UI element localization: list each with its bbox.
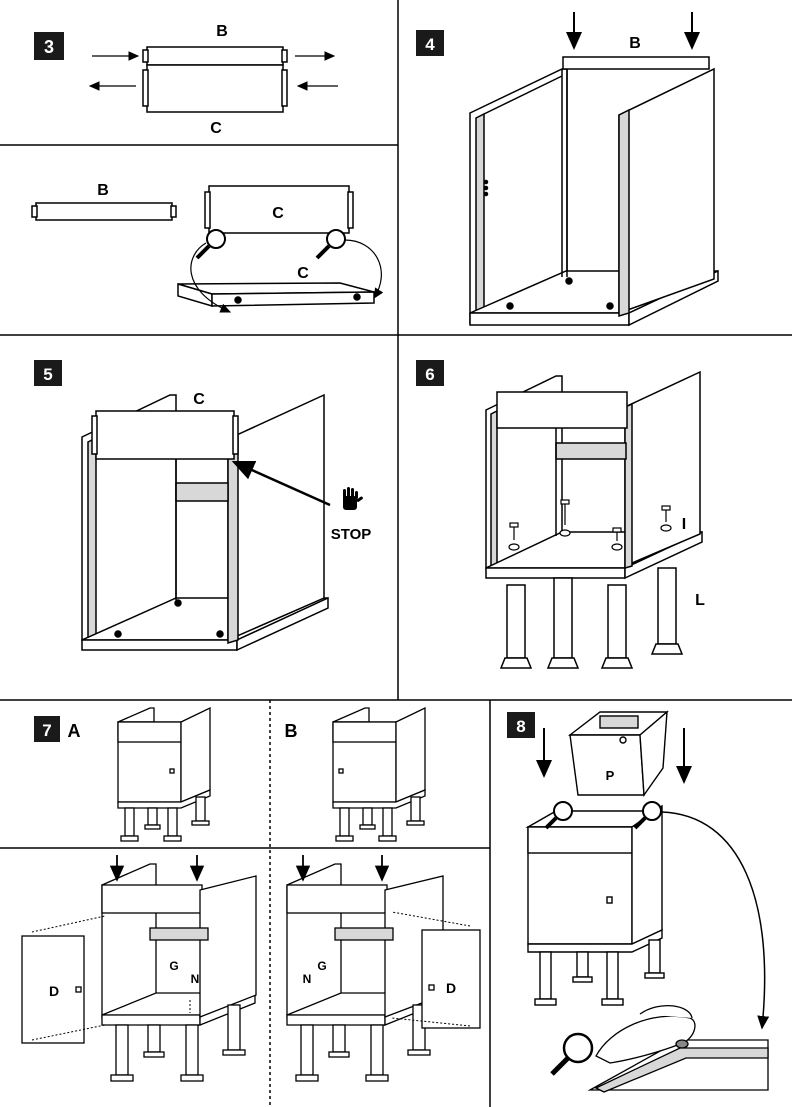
step-4-panel: 4 B	[416, 12, 719, 327]
arrow-icon	[109, 855, 205, 882]
cabinet-upside-down	[485, 370, 703, 580]
label-g-left: G	[169, 959, 178, 973]
cabinet-variant-a	[117, 706, 211, 842]
magnifier-icon	[195, 229, 226, 260]
part-c-front	[204, 185, 354, 234]
step-3-panel: 3 B C B C	[31, 23, 384, 313]
label-c-step5: C	[193, 391, 205, 408]
label-n-left: N	[191, 972, 200, 986]
variant-b-label: B	[285, 721, 298, 741]
screw-icon	[508, 499, 672, 551]
silicone-seal-detail	[587, 1004, 769, 1093]
label-c-sub: C	[272, 205, 284, 222]
label-b-sub: B	[97, 182, 109, 199]
hinge-guides-right	[391, 911, 471, 1027]
label-p: P	[606, 768, 615, 783]
step-8-badge	[507, 712, 535, 738]
step-3-number: 3	[44, 37, 54, 57]
stop-label: STOP	[331, 526, 372, 543]
part-c-base	[177, 282, 375, 308]
cabinet-with-rail-c	[81, 393, 329, 652]
step-4-number: 4	[425, 35, 435, 54]
magnifier-icon	[544, 801, 573, 830]
door-assembly-right	[286, 863, 481, 1082]
step-5-panel: 5 STOP	[34, 360, 372, 652]
label-c-base: C	[297, 265, 309, 282]
label-d-right: D	[446, 980, 456, 996]
step-6-panel: 6 I	[416, 360, 705, 669]
cabinet-variant-b	[332, 706, 426, 842]
label-c: C	[210, 120, 222, 137]
sink-p	[567, 710, 669, 798]
cabinet-final	[525, 804, 665, 1006]
step-8-panel: 8 P	[507, 710, 770, 1093]
arrow-icon	[190, 239, 384, 313]
arrow-icon	[661, 811, 770, 1030]
arrow-icon	[566, 12, 700, 50]
step-8-number: 8	[516, 717, 525, 736]
magnifier-icon	[315, 229, 346, 260]
part-b-bar	[31, 202, 177, 221]
step-5-badge	[34, 360, 62, 386]
step-6-badge	[416, 360, 444, 386]
door-assembly-left	[21, 863, 257, 1082]
arrow-icon	[88, 51, 338, 91]
label-n-right: N	[303, 972, 312, 986]
step-7-badge	[34, 716, 60, 742]
arrow-icon	[536, 728, 692, 784]
legs-l	[499, 567, 684, 669]
arrow-icon	[295, 855, 390, 882]
step-4-badge	[416, 30, 444, 56]
stop-hand-icon	[343, 487, 363, 510]
hinge-guides-left	[31, 915, 191, 1041]
label-b-step4: B	[629, 35, 641, 52]
label-g-right: G	[317, 959, 326, 973]
variant-a-label: A	[68, 721, 81, 741]
label-d-left: D	[49, 983, 59, 999]
step-5-number: 5	[43, 365, 52, 384]
step-7-panel: 7 A B	[21, 706, 481, 1082]
step-6-number: 6	[425, 365, 434, 384]
label-b: B	[216, 23, 228, 40]
cabinet-carcass	[469, 56, 719, 327]
magnifier-icon	[550, 1032, 594, 1076]
arrow-icon	[231, 460, 331, 507]
label-l: L	[695, 592, 705, 609]
label-i: I	[682, 516, 686, 533]
step-7-number: 7	[42, 721, 51, 740]
step-3-badge	[34, 32, 64, 60]
part-b-c-assembly	[142, 46, 288, 113]
magnifier-icon	[633, 801, 662, 830]
